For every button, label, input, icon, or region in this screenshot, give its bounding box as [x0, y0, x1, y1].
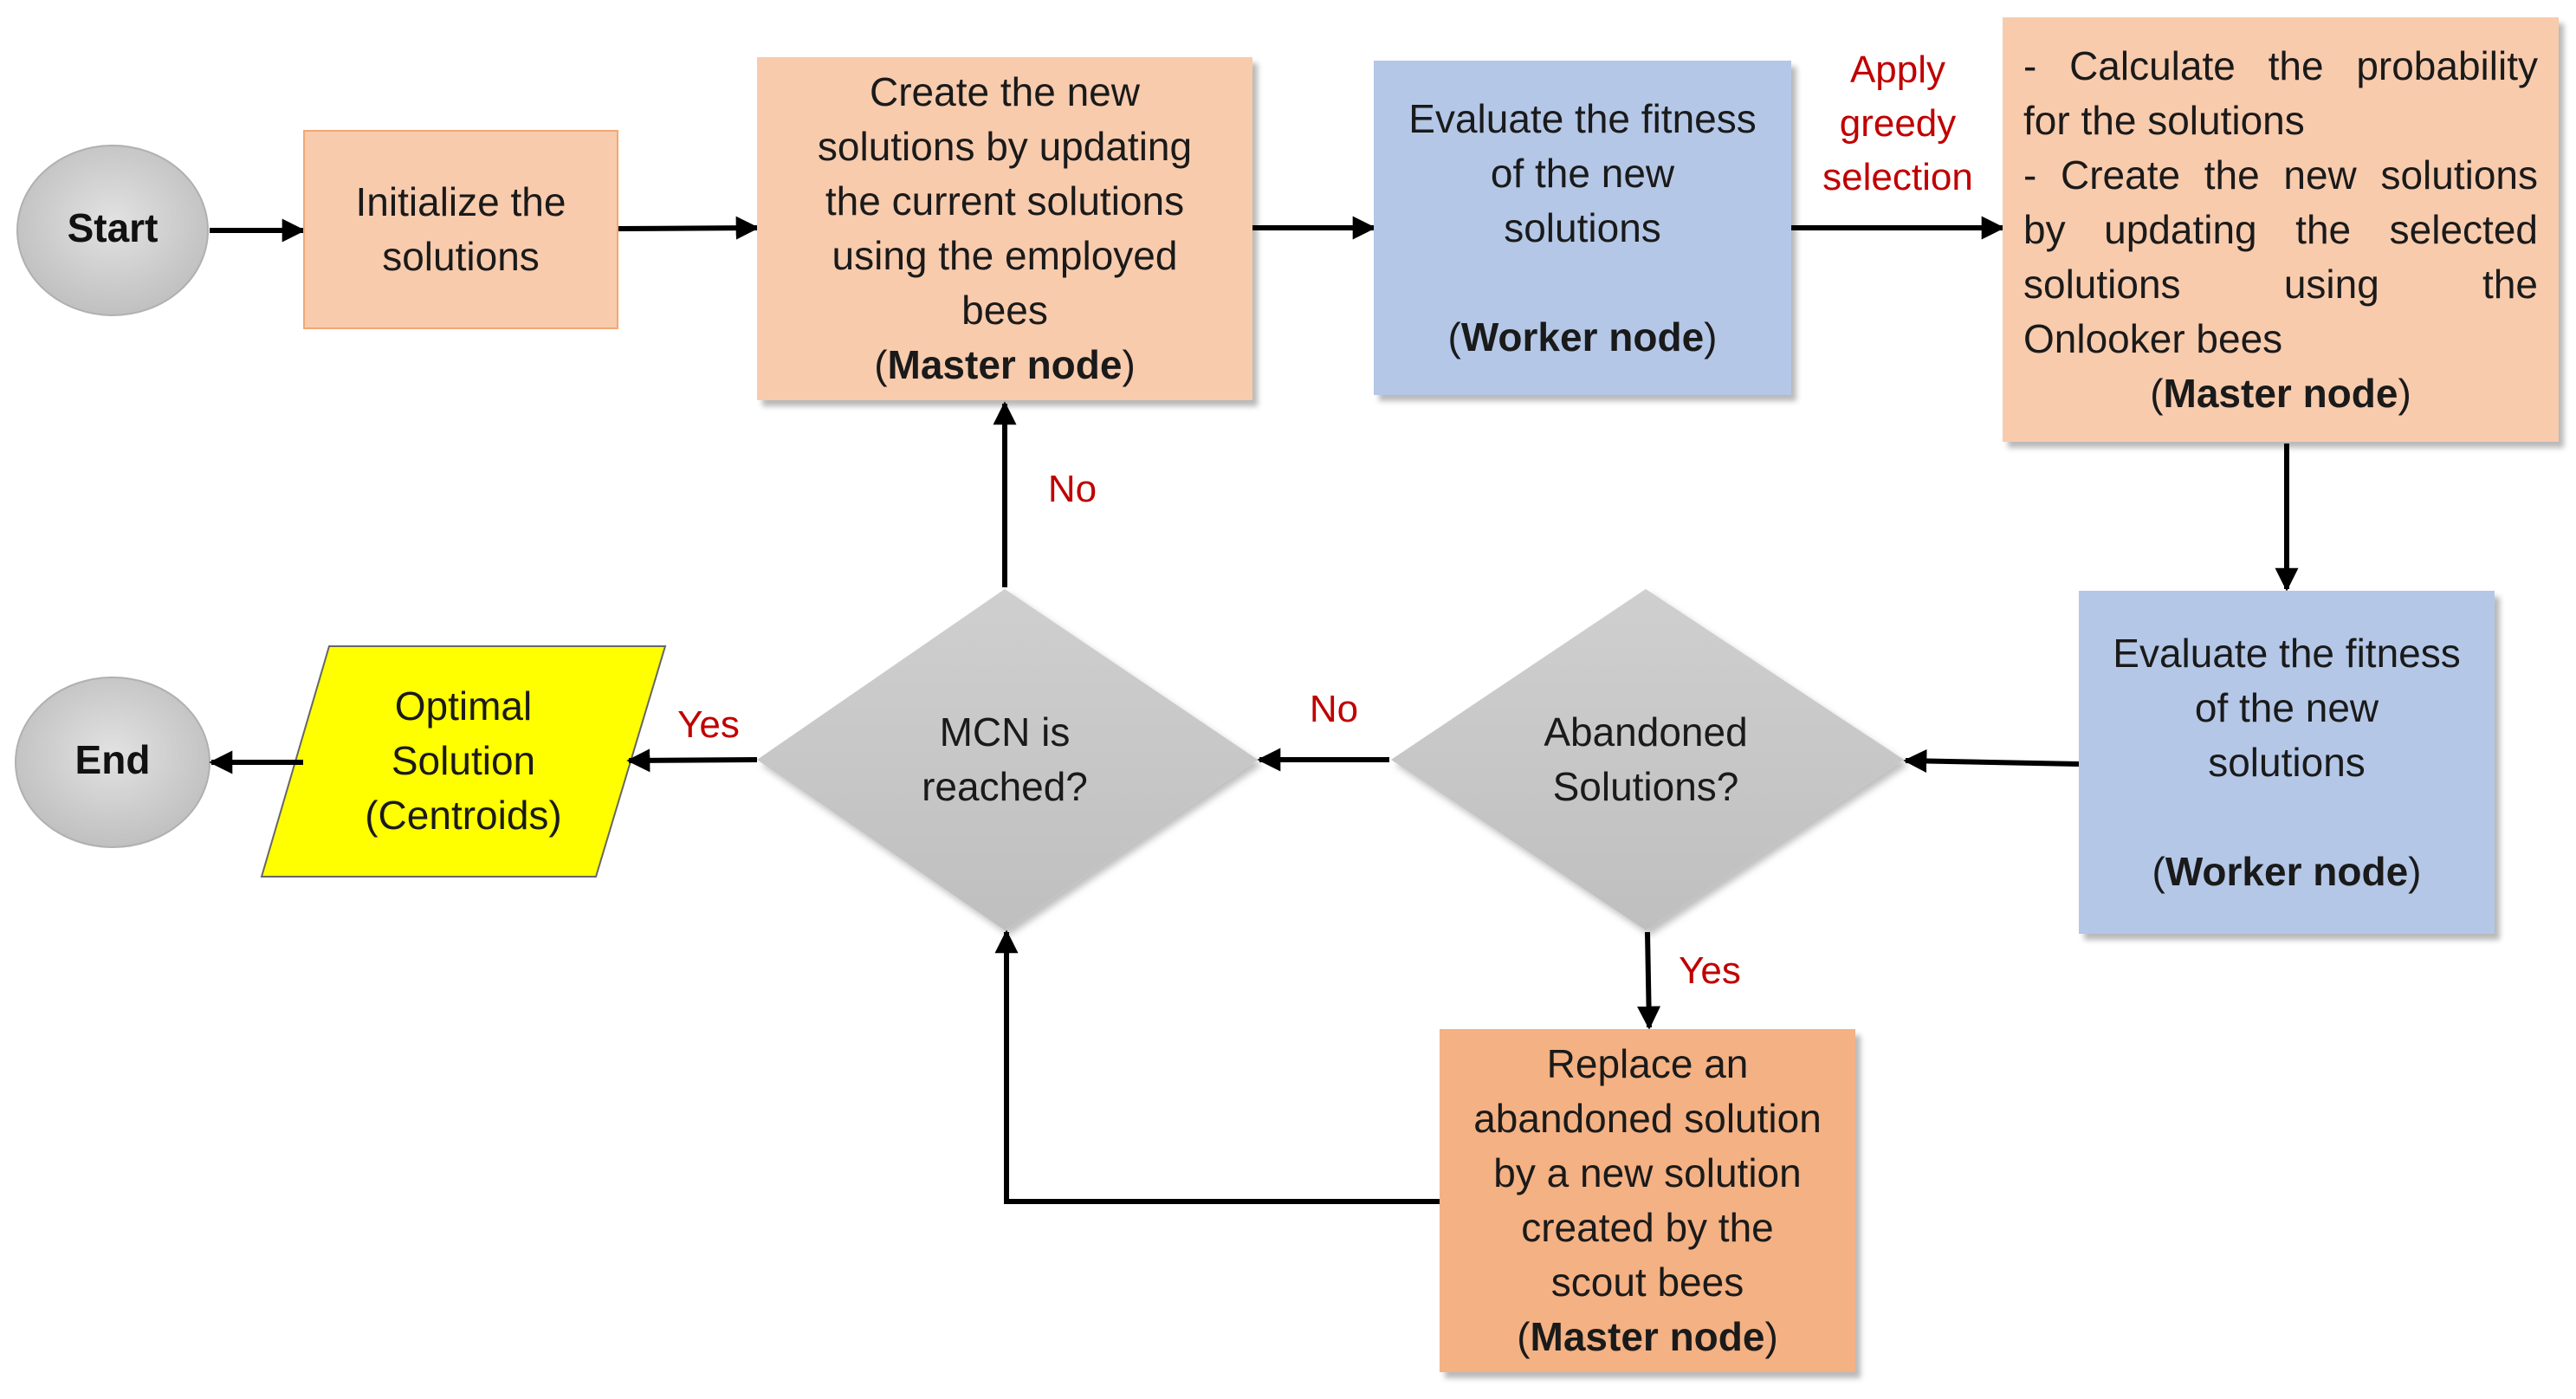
onlooker-line-6: Onlooker bees [2023, 315, 2283, 361]
onlooker-line-2: for the solutions [2023, 97, 2305, 143]
arrow-init-to-create [618, 216, 760, 240]
start-oval [16, 145, 209, 316]
scout-bees-box: Replace an abandoned solution by a new s… [1440, 1029, 1855, 1372]
apply-greedy-selection-label: Apply greedy selection [1798, 43, 1997, 204]
mcn-line-2: reached? [922, 764, 1088, 809]
initialize-line-1: Initialize the [355, 179, 566, 224]
scout-line-2: abandoned solution [1473, 1096, 1822, 1141]
create-employed-line-1: Create the new [870, 69, 1140, 114]
arrow-abandoned-to-scout [1637, 931, 1661, 1030]
create-employed-line-5: bees [961, 288, 1048, 333]
onlooker-master-node-label: Master node [2163, 370, 2398, 416]
optimal-line-2: Solution [391, 738, 536, 783]
optimal-line-1: Optimal [394, 683, 533, 729]
onlooker-line-1: - Calculate the probability [2023, 42, 2538, 88]
create-employed-solutions-box: Create the new solutions by updating the… [757, 57, 1252, 400]
mcn-reached-label: MCN is reached? [832, 705, 1178, 814]
scout-line-5: scout bees [1550, 1260, 1744, 1305]
onlooker-line-3: - Create the new solutions [2023, 152, 2538, 198]
mcn-diamond [757, 589, 1258, 930]
onlooker-line-5: solutions using the [2023, 261, 2538, 307]
optimal-solution-parallelogram [260, 645, 667, 878]
optimal-solution-label: Optimal Solution (Centroids) [290, 679, 637, 843]
onlooker-node-line: (Master node) [2150, 370, 2411, 416]
abandoned-solutions-label: Abandoned Solutions? [1472, 705, 1819, 814]
initialize-solutions-box: Initialize the solutions [303, 130, 618, 329]
abandoned-line-2: Solutions? [1552, 764, 1739, 809]
create-employed-line-3: the current solutions [825, 178, 1185, 223]
onlooker-bees-box: - Calculate the probability for the solu… [2003, 17, 2559, 442]
abandoned-line-1: Abandoned [1544, 709, 1748, 755]
evaluate-line-1: Evaluate the fitness [1408, 95, 1757, 141]
greedy-line-2: greedy [1839, 102, 1957, 145]
yes-label-abandoned: Yes [1679, 949, 1741, 992]
evaluate-fitness-worker-box: Evaluate the fitness of the new solution… [1374, 61, 1791, 395]
create-employed-line-4: using the employed [832, 233, 1178, 278]
initialize-line-2: solutions [382, 234, 540, 279]
evaluate2-line-3: solutions [2208, 739, 2366, 785]
yes-label-mcn: Yes [677, 703, 740, 746]
scout-node-line: (Master node) [1517, 1314, 1778, 1359]
onlooker-line-4: by updating the selected [2023, 206, 2538, 252]
mcn-line-1: MCN is [939, 709, 1071, 755]
evaluate-node-line: (Worker node) [1447, 314, 1718, 359]
end-label: End [74, 737, 151, 782]
evaluate2-line-1: Evaluate the fitness [2113, 630, 2461, 676]
no-label-abandoned: No [1309, 688, 1359, 730]
scout-line-4: created by the [1521, 1205, 1774, 1250]
abandoned-diamond [1391, 589, 1904, 930]
evaluate-line-2: of the new [1490, 150, 1675, 196]
create-employed-line-2: solutions by updating [817, 124, 1193, 169]
evaluate2-node-line: (Worker node) [2152, 848, 2422, 894]
no-label-mcn: No [1047, 468, 1097, 510]
evaluate-fitness-worker-box-2: Evaluate the fitness of the new solution… [2079, 591, 2495, 934]
greedy-line-1: Apply [1849, 49, 1946, 91]
evaluate2-line-2: of the new [2194, 684, 2379, 730]
evaluate-line-3: solutions [1504, 204, 1661, 250]
create-employed-node-line: (Master node) [874, 342, 1136, 387]
arrow-mcn-to-optimal [626, 748, 758, 773]
scout-master-node-label: Master node [1530, 1314, 1765, 1359]
arrow-evaluate2-to-abandoned [1903, 748, 2080, 773]
master-node-label: Master node [887, 342, 1123, 387]
scout-line-3: by a new solution [1493, 1150, 1802, 1195]
scout-line-1: Replace an [1546, 1041, 1749, 1086]
start-label: Start [67, 205, 159, 250]
worker-node-label-2: Worker node [2165, 848, 2409, 894]
optimal-line-3: (Centroids) [365, 793, 562, 838]
worker-node-label: Worker node [1460, 314, 1705, 359]
arrow-scout-to-mcn [994, 929, 1440, 1204]
greedy-line-3: selection [1822, 156, 1973, 198]
